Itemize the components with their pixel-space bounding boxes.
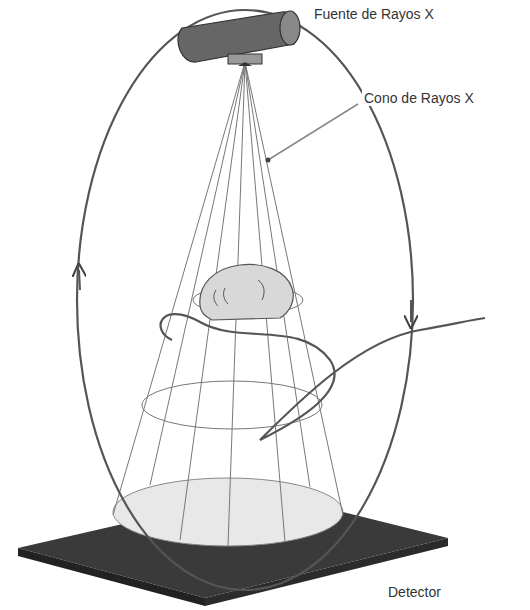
leader-line (268, 104, 358, 160)
head (200, 264, 293, 320)
detector-label: Detector (386, 584, 443, 600)
cone-label: Cono de Rayos X (362, 90, 476, 106)
trajectory-curve (161, 314, 485, 440)
xray-source (178, 11, 300, 66)
source-label: Fuente de Rayos X (312, 6, 436, 22)
